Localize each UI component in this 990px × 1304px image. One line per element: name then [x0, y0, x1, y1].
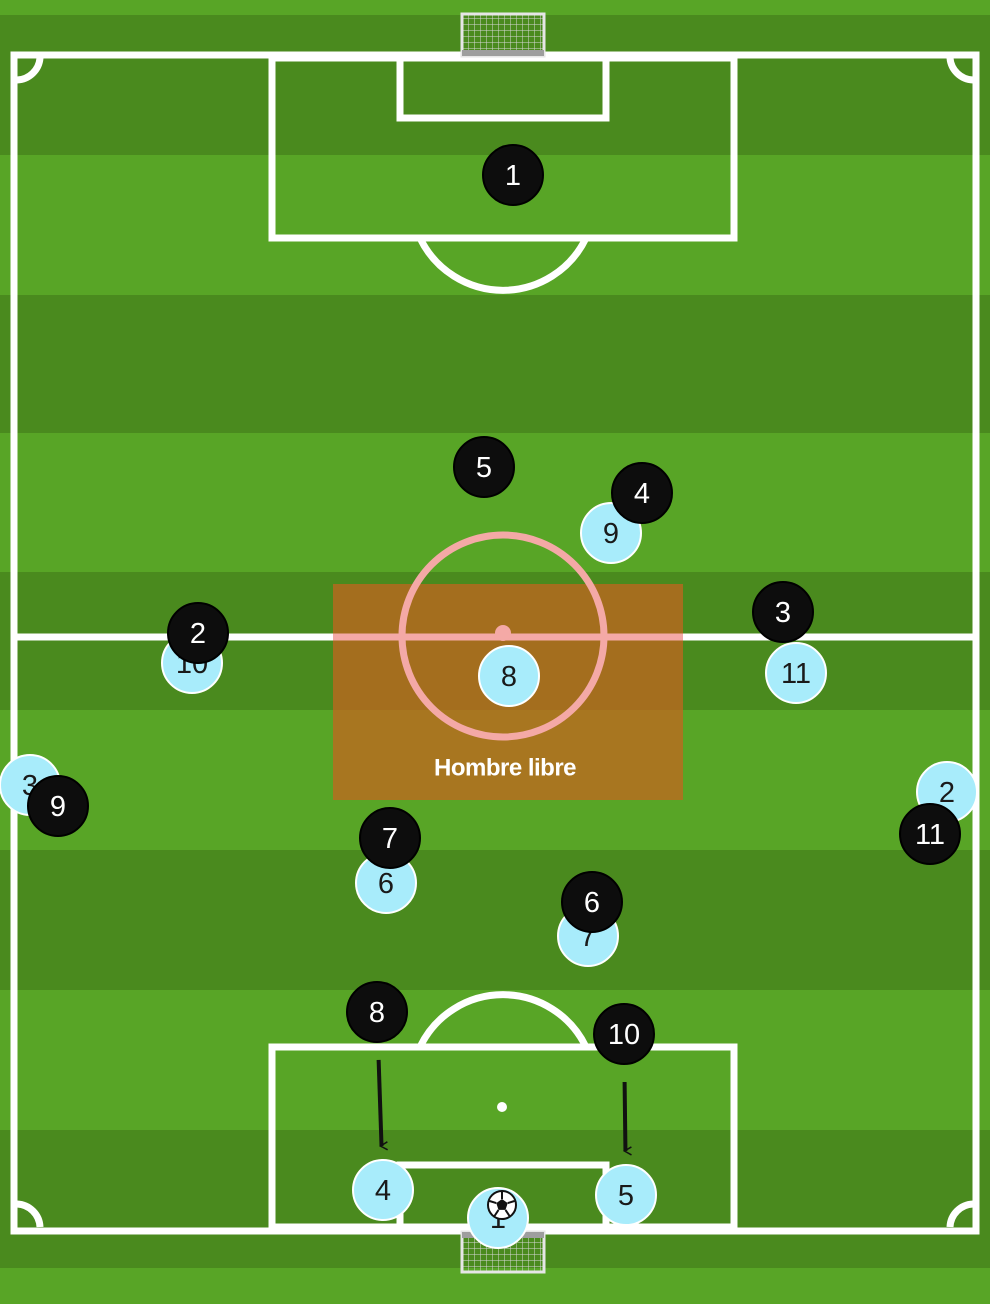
movement-arrow: [622, 1081, 632, 1156]
player-number: 3: [775, 597, 791, 629]
player-number: 8: [369, 997, 385, 1029]
soccer-ball-icon: [487, 1190, 517, 1220]
player-number: 5: [618, 1180, 634, 1212]
player-number: 5: [476, 452, 492, 484]
corner-arc-top-left: [16, 57, 44, 84]
player-marker: [359, 807, 421, 869]
black-player-1: 1: [482, 144, 544, 206]
grass-stripe: [0, 295, 990, 433]
player-marker: [595, 1164, 657, 1226]
player-marker: [478, 645, 540, 707]
top-penalty-arc: [416, 236, 590, 294]
corner-arc-bottom-right: [946, 1200, 974, 1228]
grass-stripe: [0, 0, 990, 15]
black-player-3: 3: [752, 581, 814, 643]
black-player-5: 5: [453, 436, 515, 498]
player-marker: [752, 581, 814, 643]
black-player-4: 4: [611, 462, 673, 524]
center-circle-group: [333, 531, 683, 741]
player-number: 2: [190, 618, 206, 650]
player-marker: [453, 436, 515, 498]
player-marker: [593, 1003, 655, 1065]
player-marker: [611, 462, 673, 524]
free-man-zone-label: Hombre libre: [434, 755, 576, 782]
player-number: 1: [505, 160, 521, 192]
player-number: 7: [382, 823, 398, 855]
top-goal: [460, 12, 546, 58]
player-marker: [167, 602, 229, 664]
player-marker: [561, 871, 623, 933]
movement-arrow: [376, 1059, 388, 1151]
black-player-11: 11: [899, 803, 961, 865]
grass-stripe: [0, 990, 990, 1130]
player-marker: [346, 981, 408, 1043]
black-player-7: 7: [359, 807, 421, 869]
player-number: 8: [501, 661, 517, 693]
player-number: 6: [584, 887, 600, 919]
corner-arc-bottom-left: [16, 1200, 44, 1228]
player-marker: [899, 803, 961, 865]
black-player-9: 9: [27, 775, 89, 837]
player-number: 9: [603, 518, 619, 550]
player-marker: [352, 1159, 414, 1221]
black-player-10: 10: [593, 1003, 655, 1065]
black-player-8: 8: [346, 981, 408, 1043]
team-black: 1 5 4 2 3 9 7 11 6 8 10: [27, 144, 961, 1065]
corner-arc-top-right: [946, 57, 974, 84]
center-spot: [495, 625, 511, 641]
player-number: 11: [915, 819, 945, 851]
light-player-4: 4: [352, 1159, 414, 1221]
bottom-penalty-spot: [497, 1102, 507, 1112]
black-player-6: 6: [561, 871, 623, 933]
light-player-5: 5: [595, 1164, 657, 1226]
player-number: 4: [375, 1175, 391, 1207]
top-goal-area: [396, 54, 610, 122]
player-number: 10: [608, 1019, 640, 1051]
player-number: 9: [50, 791, 66, 823]
player-marker: [27, 775, 89, 837]
bottom-penalty-arc: [416, 991, 590, 1049]
player-number: 2: [939, 777, 955, 809]
player-number: 6: [378, 868, 394, 900]
player-marker: [482, 144, 544, 206]
light-player-8: 8: [478, 645, 540, 707]
player-number: 11: [781, 658, 811, 690]
player-number: 4: [634, 478, 650, 510]
player-marker: [765, 642, 827, 704]
black-player-2: 2: [167, 602, 229, 664]
grass-stripe: [0, 55, 990, 155]
grass-stripe: [0, 1268, 990, 1304]
light-player-11: 11: [765, 642, 827, 704]
movement-arrows: [376, 1059, 632, 1156]
grass-stripe: [0, 850, 990, 990]
